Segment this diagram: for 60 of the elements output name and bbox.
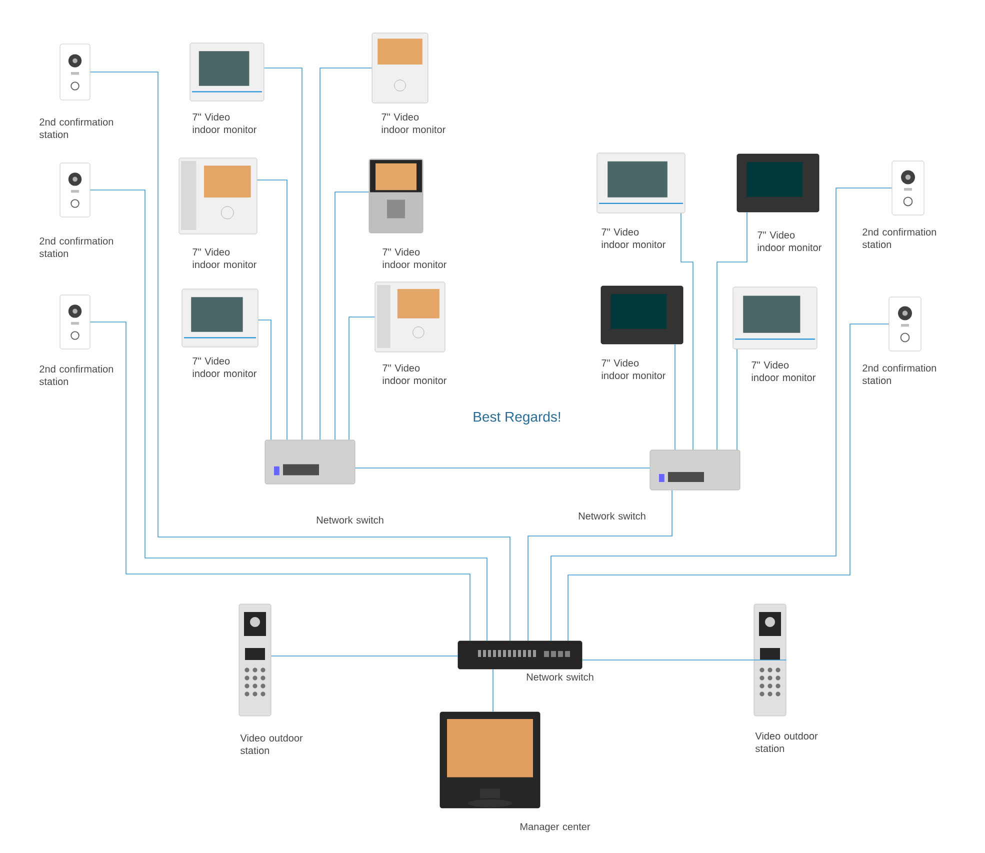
device-caption: 7" Video indoor monitor [192, 357, 256, 378]
device-caption: Network switch [526, 673, 594, 681]
cable-line [348, 316, 376, 440]
cable-line [736, 348, 738, 450]
indoor-monitor-drawing [372, 32, 428, 104]
device-caption: 7" Video indoor monitor [192, 113, 256, 134]
device-caption: 2nd confirmation station [40, 118, 114, 138]
device-caption: Video outdoor station [755, 732, 818, 752]
device-caption: 7" Video indoor monitor [382, 248, 446, 268]
door-station-drawing [60, 294, 90, 350]
device-caption: 7" Video indoor monitor [752, 361, 816, 382]
indoor-monitor-drawing [600, 286, 684, 344]
cable-line [90, 322, 470, 642]
device-caption: Network switch [316, 516, 384, 524]
door-station-drawing [60, 162, 90, 218]
device-caption: Video outdoor station [240, 734, 303, 754]
device-caption: Network switch [578, 512, 646, 520]
door-station-drawing [60, 44, 90, 100]
cable-line [334, 192, 370, 440]
device-caption: 7" Video indoor monitor [758, 231, 822, 252]
cable-line [680, 212, 694, 450]
device-caption: 2nd confirmation station [40, 237, 114, 258]
cable-line [550, 188, 892, 642]
device-caption: 7" Video indoor monitor [382, 113, 446, 134]
outdoor-station-drawing [238, 604, 272, 716]
device-caption: 2nd confirmation station [40, 365, 114, 386]
indoor-monitor-drawing [368, 158, 424, 234]
device-caption: 7" Video indoor monitor [382, 364, 446, 384]
cable-line [256, 180, 288, 440]
network-switch-drawing [650, 450, 740, 490]
indoor-monitor-drawing [736, 154, 820, 212]
cable-line [568, 324, 890, 642]
cable-line [528, 490, 672, 642]
computer-monitor-drawing [440, 712, 540, 808]
cable-line [90, 72, 510, 642]
indoor-monitor-drawing [732, 286, 818, 350]
indoor-monitor-drawing [596, 152, 686, 214]
device-caption: 7" Video indoor monitor [192, 248, 256, 268]
outdoor-station-drawing [754, 604, 786, 716]
device-caption: 2nd confirmation station [862, 228, 936, 248]
door-station-drawing [892, 160, 924, 216]
indoor-monitor-drawing [178, 158, 258, 234]
device-caption: 7" Video indoor monitor [602, 359, 666, 380]
cable-line [90, 190, 488, 642]
indoor-monitor-drawing [190, 42, 264, 102]
indoor-monitor-drawing [374, 282, 446, 352]
indoor-monitor-drawing [182, 288, 258, 348]
cable-line [320, 68, 372, 440]
door-station-drawing [888, 296, 922, 352]
network-switch-drawing [264, 440, 356, 484]
network-switch-drawing [458, 640, 582, 670]
device-caption: 2nd confirmation station [862, 364, 936, 384]
cable-line [264, 68, 302, 440]
cable-line [492, 668, 494, 712]
device-caption: 7" Video indoor monitor [602, 228, 666, 248]
cable-line [258, 320, 272, 440]
cable-line [674, 344, 676, 450]
cable-line [716, 212, 748, 450]
greeting-text: Best Regards! [474, 411, 560, 425]
device-caption: Manager center [520, 823, 590, 832]
